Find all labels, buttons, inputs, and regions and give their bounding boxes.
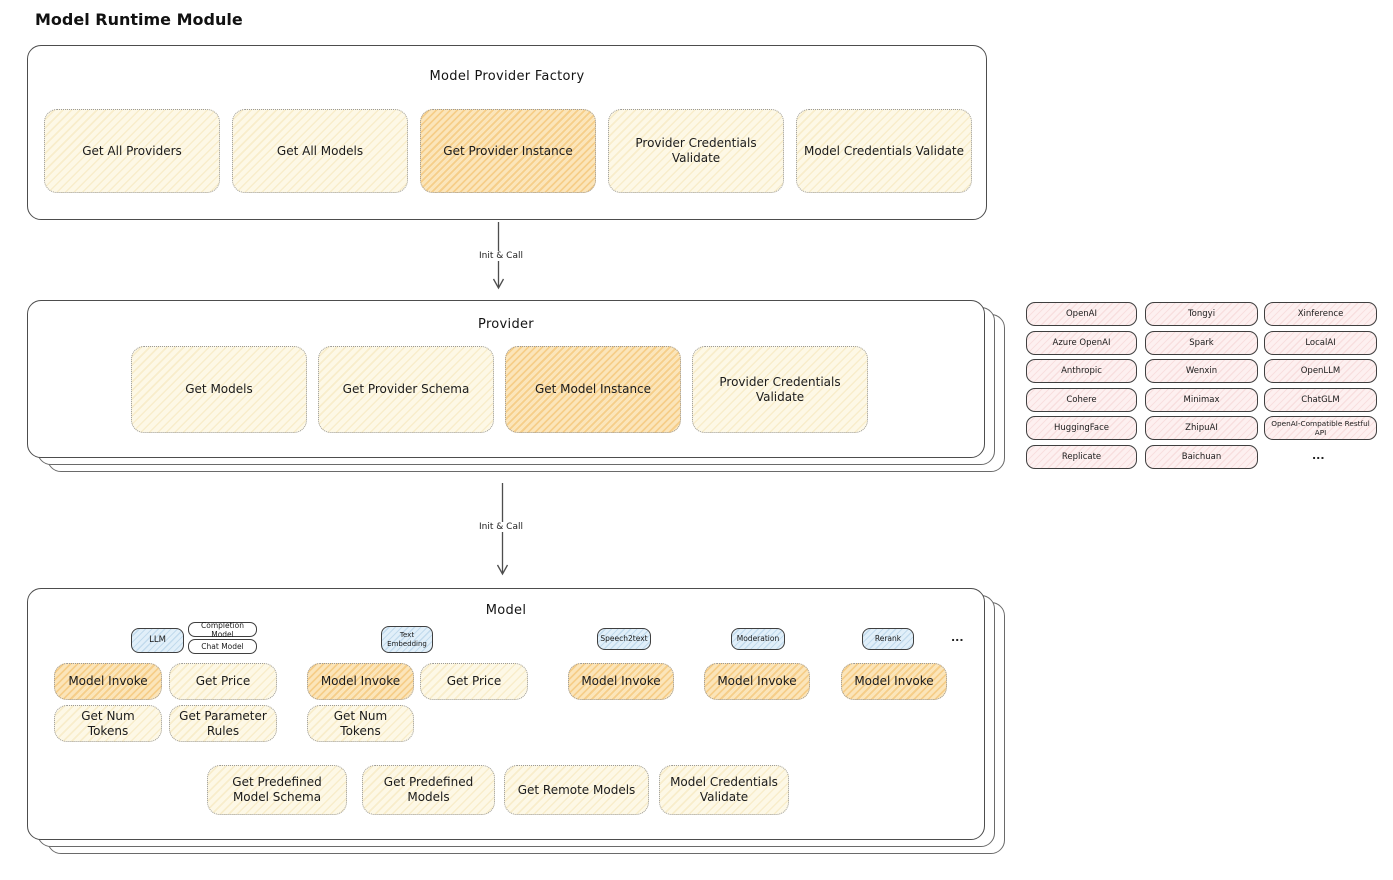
button-get-model-instance: Get Model Instance (505, 346, 681, 433)
button-llm-model-invoke: Model Invoke (54, 663, 162, 700)
button-provider-credentials-validate-2: Provider Credentials Validate (692, 346, 868, 433)
provider-list-ellipsis: ... (1312, 449, 1325, 462)
tag-completion-model: Completion Model (188, 621, 257, 639)
provider-anthropic: Anthropic (1026, 359, 1137, 383)
tags-ellipsis: ... (951, 631, 964, 644)
button-provider-credentials-validate: Provider Credentials Validate (608, 109, 784, 193)
tag-llm: LLM (131, 628, 184, 653)
button-get-predefined-models: Get Predefined Models (362, 765, 495, 815)
button-embedding-get-num-tokens: Get Num Tokens (307, 705, 414, 742)
provider-wenxin: Wenxin (1145, 359, 1258, 383)
model-title: Model (485, 603, 527, 618)
button-model-credentials-validate-2: Model Credentials Validate (659, 765, 789, 815)
provider-spark: Spark (1145, 331, 1258, 355)
init-call-label-1: Init & Call (462, 251, 540, 261)
provider-box: Provider Get Models Get Provider Schema … (27, 300, 985, 458)
tag-rerank: Rerank (862, 628, 914, 650)
button-llm-get-parameter-rules: Get Parameter Rules (169, 705, 277, 742)
provider-cohere: Cohere (1026, 388, 1137, 412)
provider-zhipuai: ZhipuAI (1145, 416, 1258, 440)
button-get-remote-models: Get Remote Models (504, 765, 649, 815)
factory-box: Model Provider Factory Get All Providers… (27, 45, 987, 220)
model-box: Model LLM Completion Model Chat Model Te… (27, 588, 985, 840)
button-model-credentials-validate: Model Credentials Validate (796, 109, 972, 193)
button-get-provider-instance: Get Provider Instance (420, 109, 596, 193)
provider-xinference: Xinference (1264, 302, 1377, 326)
tag-speech2text: Speech2text (597, 628, 651, 650)
provider-huggingface: HuggingFace (1026, 416, 1137, 440)
provider-tongyi: Tongyi (1145, 302, 1258, 326)
button-get-predefined-model-schema: Get Predefined Model Schema (207, 765, 347, 815)
button-get-all-providers: Get All Providers (44, 109, 220, 193)
provider-localai: LocalAI (1264, 331, 1377, 355)
provider-minimax: Minimax (1145, 388, 1258, 412)
page-title: Model Runtime Module (35, 10, 243, 29)
provider-title: Provider (478, 317, 534, 332)
button-moderation-model-invoke: Model Invoke (704, 663, 810, 700)
provider-azure-openai: Azure OpenAI (1026, 331, 1137, 355)
tag-text-embedding: Text Embedding (381, 626, 433, 653)
button-speech2text-model-invoke: Model Invoke (568, 663, 674, 700)
button-embedding-model-invoke: Model Invoke (307, 663, 414, 700)
button-get-models: Get Models (131, 346, 307, 433)
arrow-down-icon (497, 483, 509, 576)
init-call-label-2: Init & Call (462, 522, 540, 532)
button-embedding-get-price: Get Price (420, 663, 528, 700)
button-rerank-model-invoke: Model Invoke (841, 663, 947, 700)
button-get-all-models: Get All Models (232, 109, 408, 193)
button-get-provider-schema: Get Provider Schema (318, 346, 494, 433)
provider-openai: OpenAI (1026, 302, 1137, 326)
factory-title: Model Provider Factory (429, 69, 585, 84)
tag-chat-model: Chat Model (188, 639, 257, 654)
provider-openllm: OpenLLM (1264, 359, 1377, 383)
provider-chatglm: ChatGLM (1264, 388, 1377, 412)
provider-baichuan: Baichuan (1145, 445, 1258, 469)
provider-replicate: Replicate (1026, 445, 1137, 469)
provider-grid: OpenAI Azure OpenAI Anthropic Cohere Hug… (1026, 302, 1378, 472)
tag-moderation: Moderation (731, 628, 785, 650)
button-llm-get-num-tokens: Get Num Tokens (54, 705, 162, 742)
button-llm-get-price: Get Price (169, 663, 277, 700)
provider-openai-compatible: OpenAI-Compatible Restful API (1264, 416, 1377, 440)
